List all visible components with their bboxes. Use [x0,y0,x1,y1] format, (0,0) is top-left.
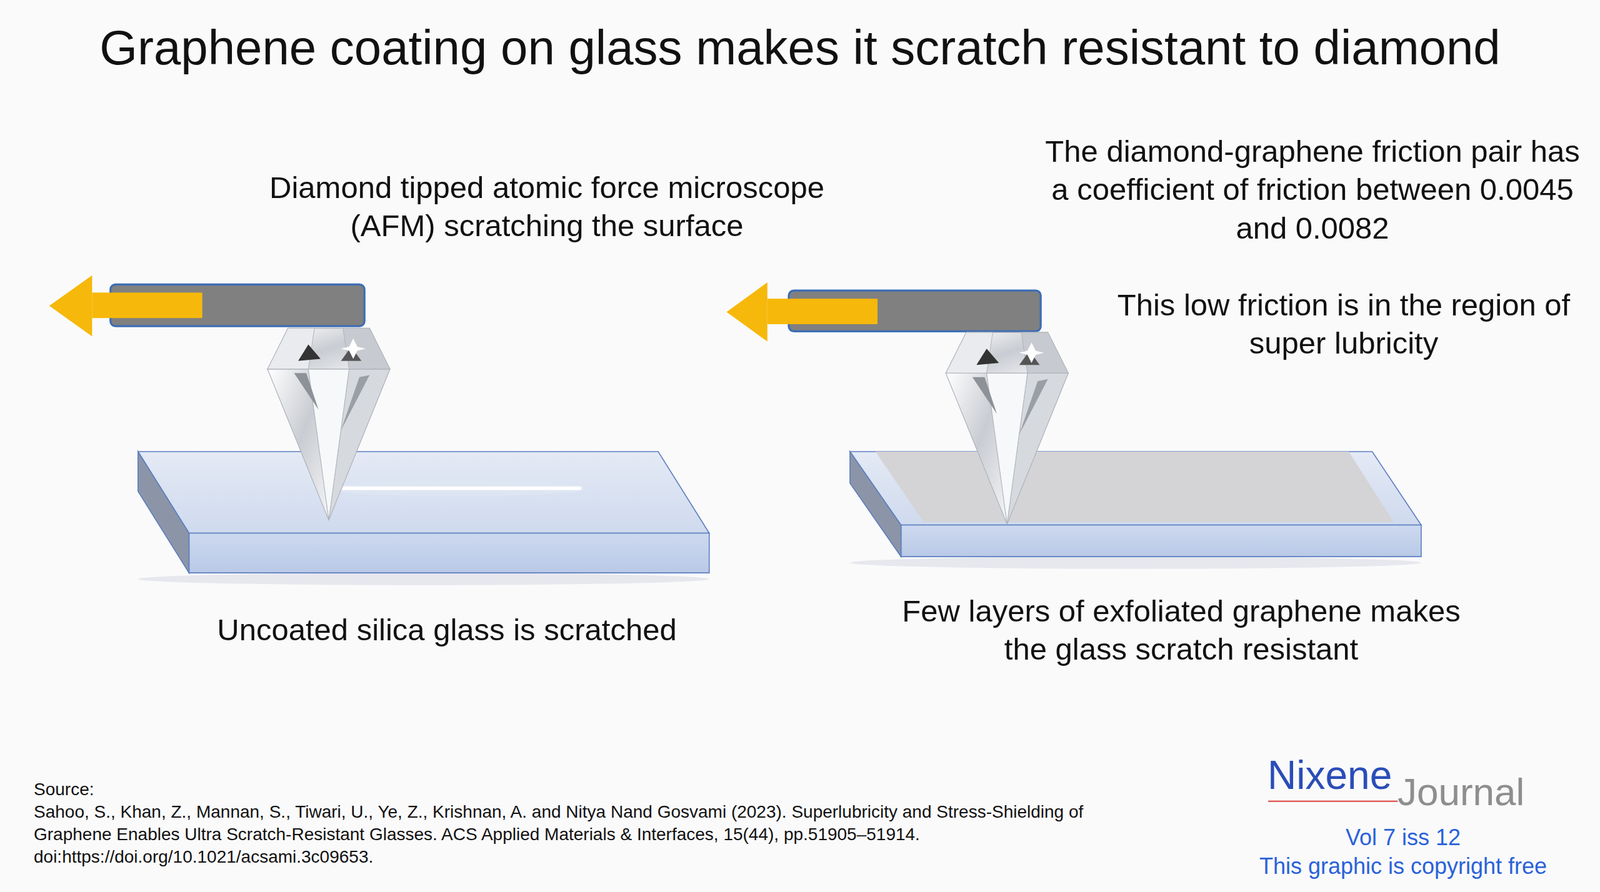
uncoated-label: Uncoated silica glass is scratched [143,611,750,650]
graphene-label: Few layers of exfoliated graphene makes … [887,592,1475,670]
superlubricity-note: This low friction is in the region of su… [1087,286,1600,364]
afm-label: Diamond tipped atomic force microscope (… [237,168,857,246]
friction-note: The diamond-graphene friction pair has a… [1037,132,1588,248]
logo-nixene: Nixene [1267,753,1405,798]
volume-label: Vol 7 iss 12 [1225,823,1582,852]
title: Graphene coating on glass makes it scrat… [0,17,1600,79]
citation: Sahoo, S., Khan, Z., Mannan, S., Tiwari,… [33,801,1140,869]
logo-journal: Journal [1397,771,1598,814]
copyright-note: This graphic is copyright free [1225,852,1582,881]
source-heading: Source: [33,778,284,801]
